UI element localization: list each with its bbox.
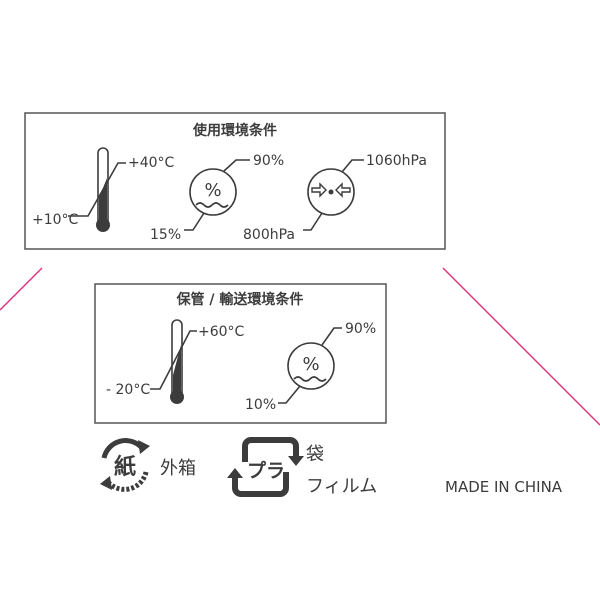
operating-conditions-title: 使用環境条件	[192, 122, 277, 139]
paper-mark-text: 紙	[114, 454, 136, 480]
pressure-min-label: 800hPa	[243, 227, 295, 243]
plastic-recycling-mark: プラ	[227, 437, 304, 497]
storage-conditions-title: 保管 / 輸送環境条件	[176, 291, 304, 308]
plastic-label-bag: 袋	[306, 444, 324, 465]
storage-temp-max-label: +60°C	[198, 324, 245, 340]
origin-text: MADE IN CHINA	[445, 478, 563, 496]
paper-recycling-mark: 紙	[100, 438, 150, 492]
pink-guide-line-left	[0, 267, 43, 311]
thermometer-icon	[170, 319, 184, 404]
thermometer-icon	[96, 147, 110, 232]
plastic-mark-text: プラ	[247, 459, 285, 482]
pink-guide-line-right	[442, 267, 600, 426]
storage-temp-min-label: - 20°C	[106, 382, 150, 398]
humidity-icon: %	[287, 342, 335, 390]
paper-label: 外箱	[160, 458, 196, 479]
humidity-percent-symbol: %	[302, 354, 319, 375]
humidity-max-label: 90%	[253, 153, 284, 169]
pressure-max-label: 1060hPa	[366, 153, 427, 169]
operating-conditions-panel: 使用環境条件 +40°C +10°C % 90% 15% 1060hPa	[24, 112, 446, 250]
storage-conditions-panel: 保管 / 輸送環境条件 +60°C - 20°C % 90% 10%	[94, 283, 387, 424]
humidity-min-label: 15%	[150, 227, 181, 243]
plastic-label-film: フィルム	[306, 476, 377, 497]
temp-min-label: +10°C	[32, 212, 79, 228]
storage-humidity-min-label: 10%	[245, 397, 276, 413]
temp-max-label: +40°C	[128, 155, 175, 171]
storage-humidity-max-label: 90%	[345, 321, 376, 337]
humidity-percent-symbol: %	[204, 180, 221, 201]
pressure-icon	[307, 168, 355, 216]
humidity-icon: %	[189, 168, 237, 216]
